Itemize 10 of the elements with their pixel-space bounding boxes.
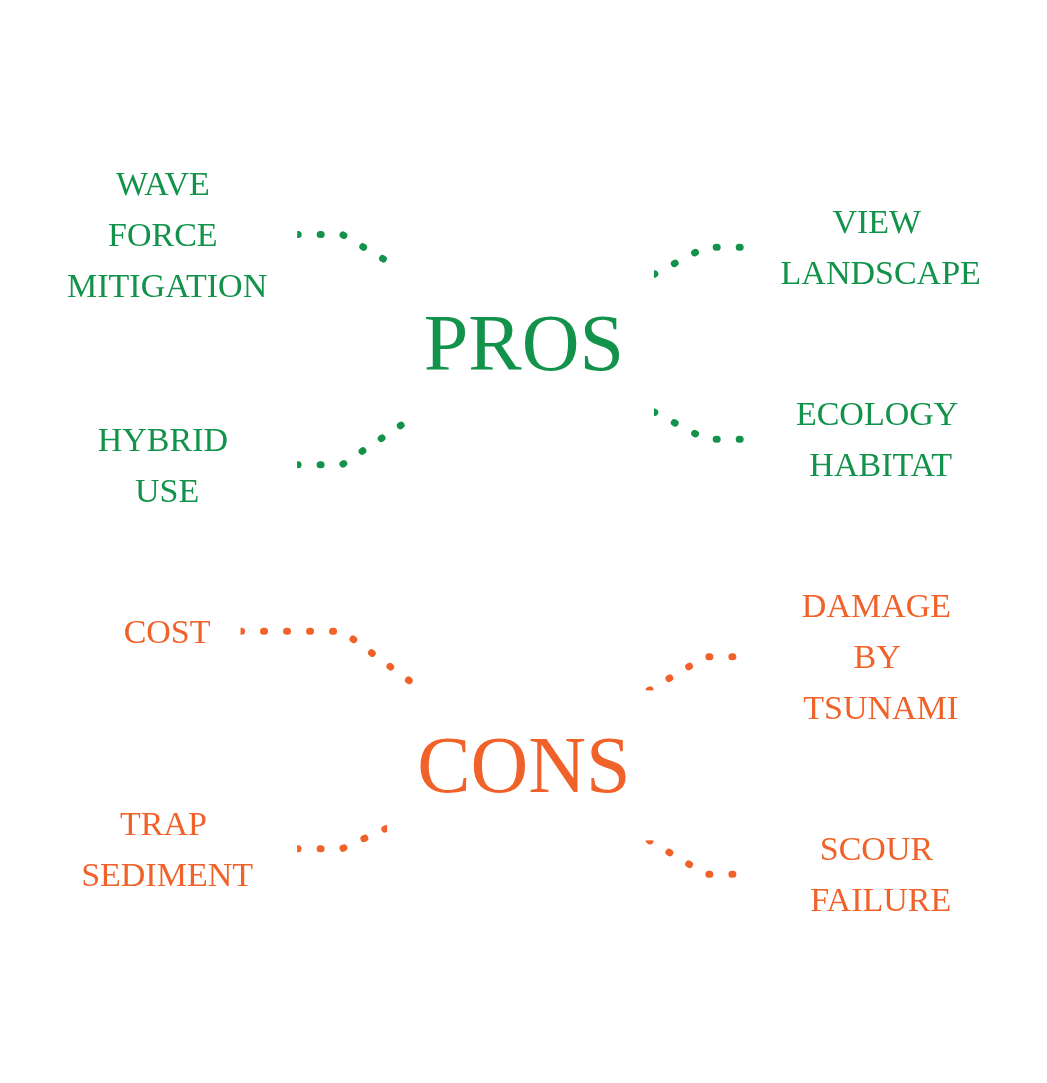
node-text: HYBRID USE [97,420,228,509]
node-text: SCOUR FAILURE [809,830,951,919]
node-text: VIEW LANDSCAPE [780,203,981,292]
node-text: CONS [416,721,631,810]
node-text: WAVE FORCE MITIGATION [66,164,267,304]
node-text: COST [123,612,211,650]
node-text: ECOLOGY HABITAT [795,395,957,484]
node-text: TRAP SEDIMENT [80,804,253,893]
node-text: DAMAGE BY TSUNAMI [801,587,958,727]
node-text: PROS [423,299,624,388]
